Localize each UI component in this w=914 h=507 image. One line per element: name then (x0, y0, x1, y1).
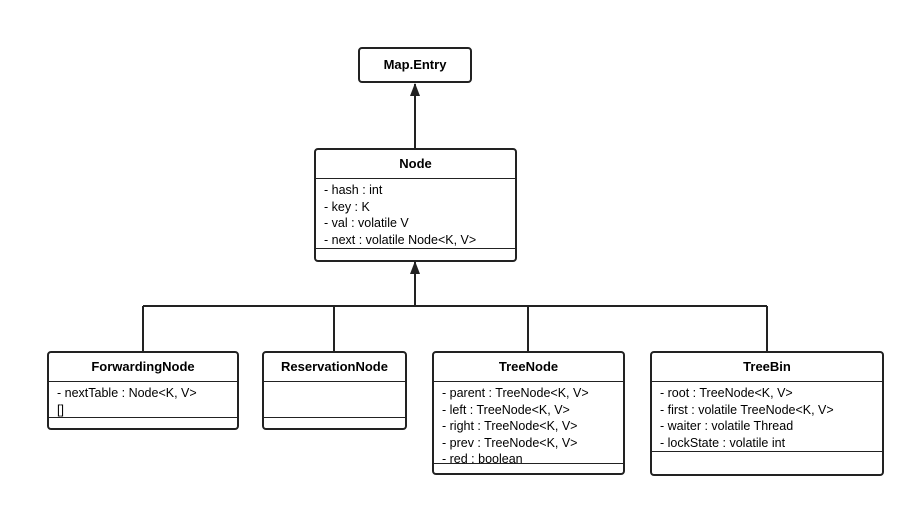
attribute: - key : K (324, 199, 370, 214)
attribute: - left : TreeNode<K, V> (442, 402, 570, 417)
class-name: TreeNode (498, 359, 559, 374)
class-name: Map.Entry (383, 57, 447, 72)
class-name: Node (399, 156, 432, 171)
attribute-list: - hash : int - key : K - val : volatile … (316, 179, 515, 251)
attribute: - prev : TreeNode<K, V> (442, 435, 578, 450)
attribute-list: - nextTable : Node<K, V> [] (49, 382, 237, 421)
class-map-entry: Map.Entry (358, 47, 472, 83)
attribute: - root : TreeNode<K, V> (660, 386, 793, 400)
class-reservation-node: ReservationNode (262, 351, 407, 430)
class-tree-node: TreeNode - parent : TreeNode<K, V> - lef… (432, 351, 625, 475)
attribute-list: - parent : TreeNode<K, V> - left : TreeN… (434, 382, 623, 471)
class-name: TreeBin (743, 359, 791, 374)
attribute: - right : TreeNode<K, V> (442, 419, 578, 433)
class-forwarding-node: ForwardingNode - nextTable : Node<K, V> … (47, 351, 239, 430)
attribute: - red : boolean (442, 452, 523, 466)
attribute: - nextTable : Node<K, V> (57, 386, 197, 400)
class-name: ForwardingNode (91, 359, 195, 374)
class-name: ReservationNode (281, 359, 388, 374)
attribute: [] (57, 402, 64, 417)
attribute: - first : volatile TreeNode<K, V> (660, 402, 834, 417)
attribute: - waiter : volatile Thread (660, 419, 794, 433)
class-node: Node - hash : int - key : K - val : vola… (314, 148, 517, 262)
attribute: - next : volatile Node<K, V> (324, 232, 477, 247)
attribute: - hash : int (324, 183, 383, 197)
class-tree-bin: TreeBin - root : TreeNode<K, V> - first … (650, 351, 884, 476)
attribute-list: - root : TreeNode<K, V> - first : volati… (652, 382, 882, 454)
attribute: - lockState : volatile int (660, 435, 786, 450)
attribute: - parent : TreeNode<K, V> (442, 386, 589, 400)
attribute: - val : volatile V (324, 216, 409, 230)
